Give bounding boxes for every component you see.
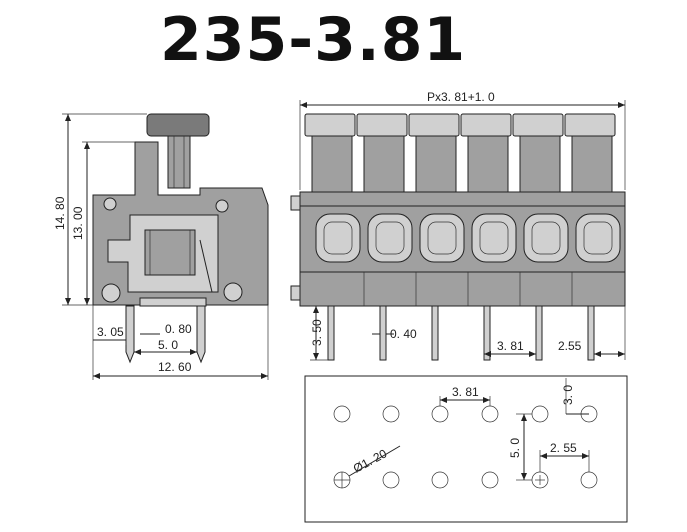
front-latch-bottom [290,285,301,301]
dim-height-body: 13. 00 [71,206,85,240]
dim-pitch-front: 3. 81 [497,339,524,353]
side-hole-bottom-right [223,282,243,302]
pcb-dim-row-offset: 3. 0 [561,385,575,405]
part-number-title: 235-3.81 [160,5,467,75]
front-latch-top [290,195,301,211]
pcb-layout: 3. 81 3. 0 5. 0 2. 55 Ø1. 20 [304,375,628,523]
pcb-dim-pitch: 3. 81 [452,385,479,399]
front-wire-entries [315,213,621,263]
dim-width: 12. 60 [158,360,192,374]
side-base [139,297,207,307]
dim-pin-thickness: 0. 40 [390,327,417,341]
side-view: 14. 80 13. 00 12. 60 3. 05 5. 0 0. 80 [53,113,269,380]
pcb-outline [304,375,628,523]
side-clamp-spring [144,229,196,276]
dim-height-total: 14. 80 [53,196,67,230]
pcb-dim-end-offset: 2. 55 [550,441,577,455]
dim-pin-offset: 3. 05 [97,325,124,339]
side-hole-top-left [103,197,117,211]
side-pin-left [125,305,135,364]
side-pin-right [196,305,206,364]
side-hole-top-right [215,199,229,213]
front-stems [311,135,613,193]
dim-pin-width: 0. 80 [165,322,192,336]
front-pins [327,305,595,361]
dim-pitch-formula: Px3. 81+1. 0 [427,90,495,104]
pcb-dim-hole-diameter: Ø1. 20 [351,446,390,475]
dim-end-offset: 2.55 [558,339,582,353]
side-lever-button [146,113,210,137]
side-lever-stem [167,135,191,189]
pcb-dim-row-spacing: 5. 0 [508,438,522,458]
front-view: Px3. 81+1. 0 3. 50 0. 40 3. 81 2.55 [290,90,626,361]
dim-pin-span: 5. 0 [158,338,178,352]
front-buttons [304,113,616,137]
side-hole-bottom-left [101,283,121,303]
dim-pin-length: 3. 50 [310,319,324,346]
